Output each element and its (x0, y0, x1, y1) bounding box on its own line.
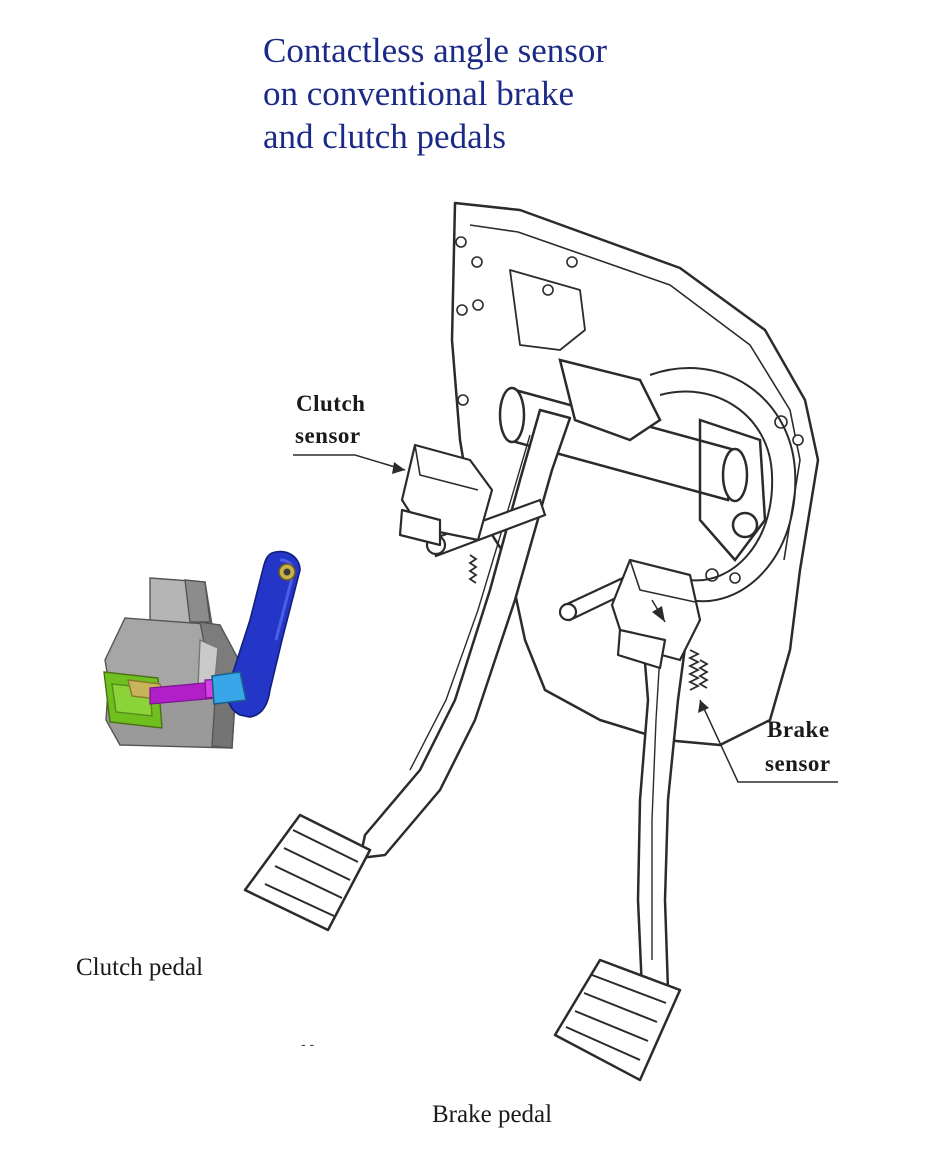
mounting-holes (455, 236, 804, 584)
brake-pedal-caption: Brake pedal (432, 1101, 553, 1128)
clutch-pedal-pad (243, 813, 372, 932)
brake-sensor-label-line-1: Brake (767, 717, 830, 742)
brake-pedal-pad (553, 958, 682, 1082)
return-springs (468, 554, 709, 691)
brake-sensor-label-line-2: sensor (765, 751, 831, 776)
booster-disc (649, 367, 797, 603)
stray-mark: - - (301, 1036, 315, 1052)
diagram-title-line-3: and clutch pedals (263, 117, 506, 156)
diagram-title-line-2: on conventional brake (263, 74, 575, 113)
sensor-circuit-board (103, 671, 166, 729)
sensor-lever (211, 550, 301, 718)
sensor-render (103, 550, 301, 749)
clutch-sensor-label-line-2: sensor (295, 423, 361, 448)
clutch-sensor-housing (398, 443, 494, 547)
leader-lines (293, 454, 838, 783)
clutch-sensor-label-line-1: Clutch (296, 391, 366, 416)
diagram-title-line-1: Contactless angle sensor (263, 31, 608, 70)
clutch-pedal-caption: Clutch pedal (76, 954, 204, 981)
